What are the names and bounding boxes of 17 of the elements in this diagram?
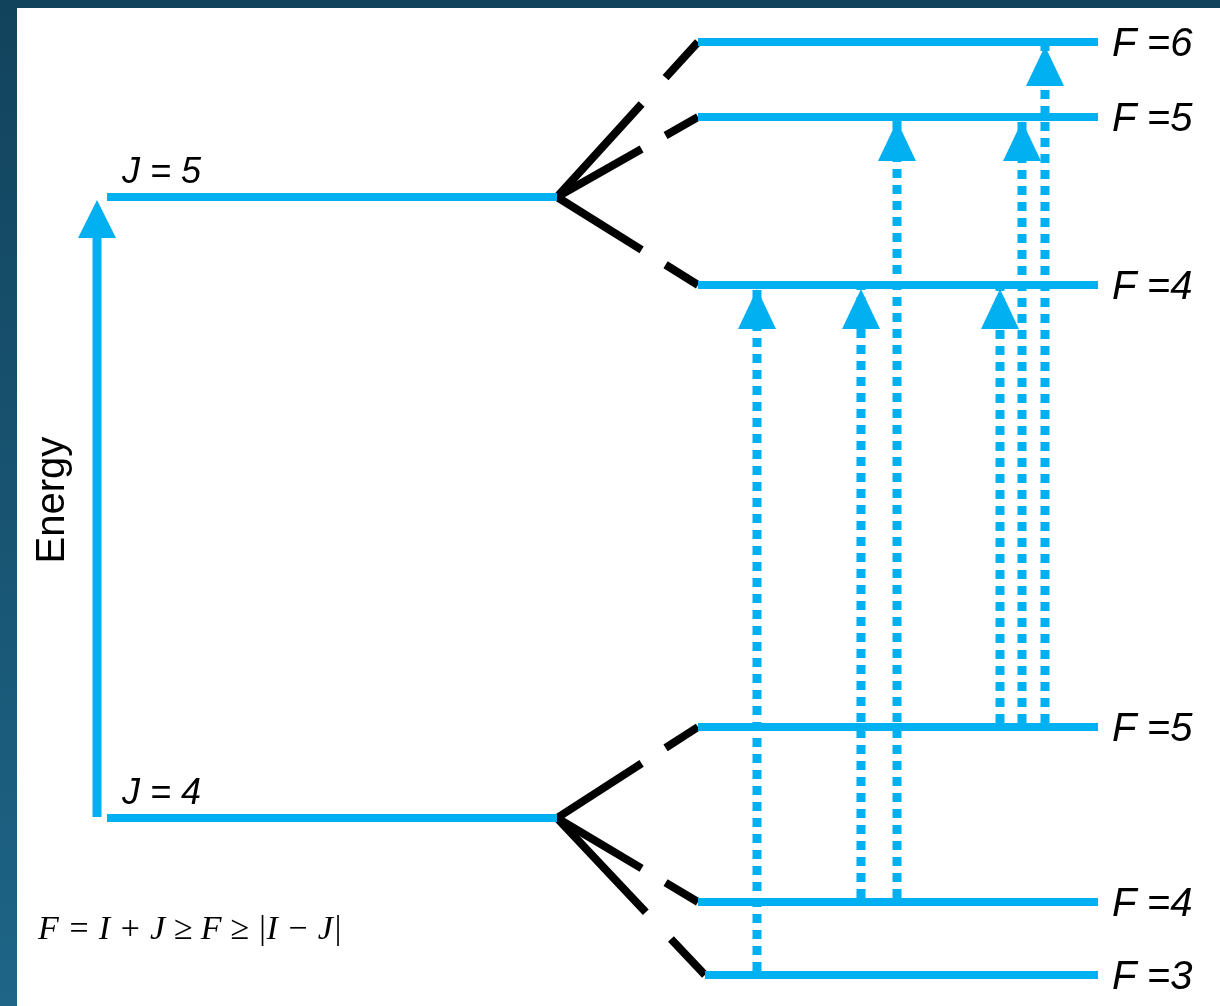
level-label: J = 4 [122, 770, 202, 814]
transition-arrow [1003, 121, 1041, 723]
level-label: F =3 [1112, 953, 1193, 997]
level-label: F =6 [1112, 20, 1193, 64]
level-label: F =4 [1112, 263, 1193, 307]
axis-label: Energy [28, 436, 72, 564]
level-label: F =5 [1112, 95, 1193, 139]
splitting-line [554, 815, 708, 978]
level-label: J = 5 [122, 149, 202, 193]
transition-arrow [981, 289, 1019, 723]
transition-arrow [738, 289, 776, 971]
formula: F = I + J ≥ F ≥ |I − J| [38, 908, 343, 948]
transition-arrow [842, 289, 880, 898]
transition-arrow [1026, 46, 1064, 723]
transition-arrow [878, 121, 916, 898]
level-label: F =5 [1112, 705, 1193, 749]
level-label: F =4 [1112, 880, 1193, 924]
